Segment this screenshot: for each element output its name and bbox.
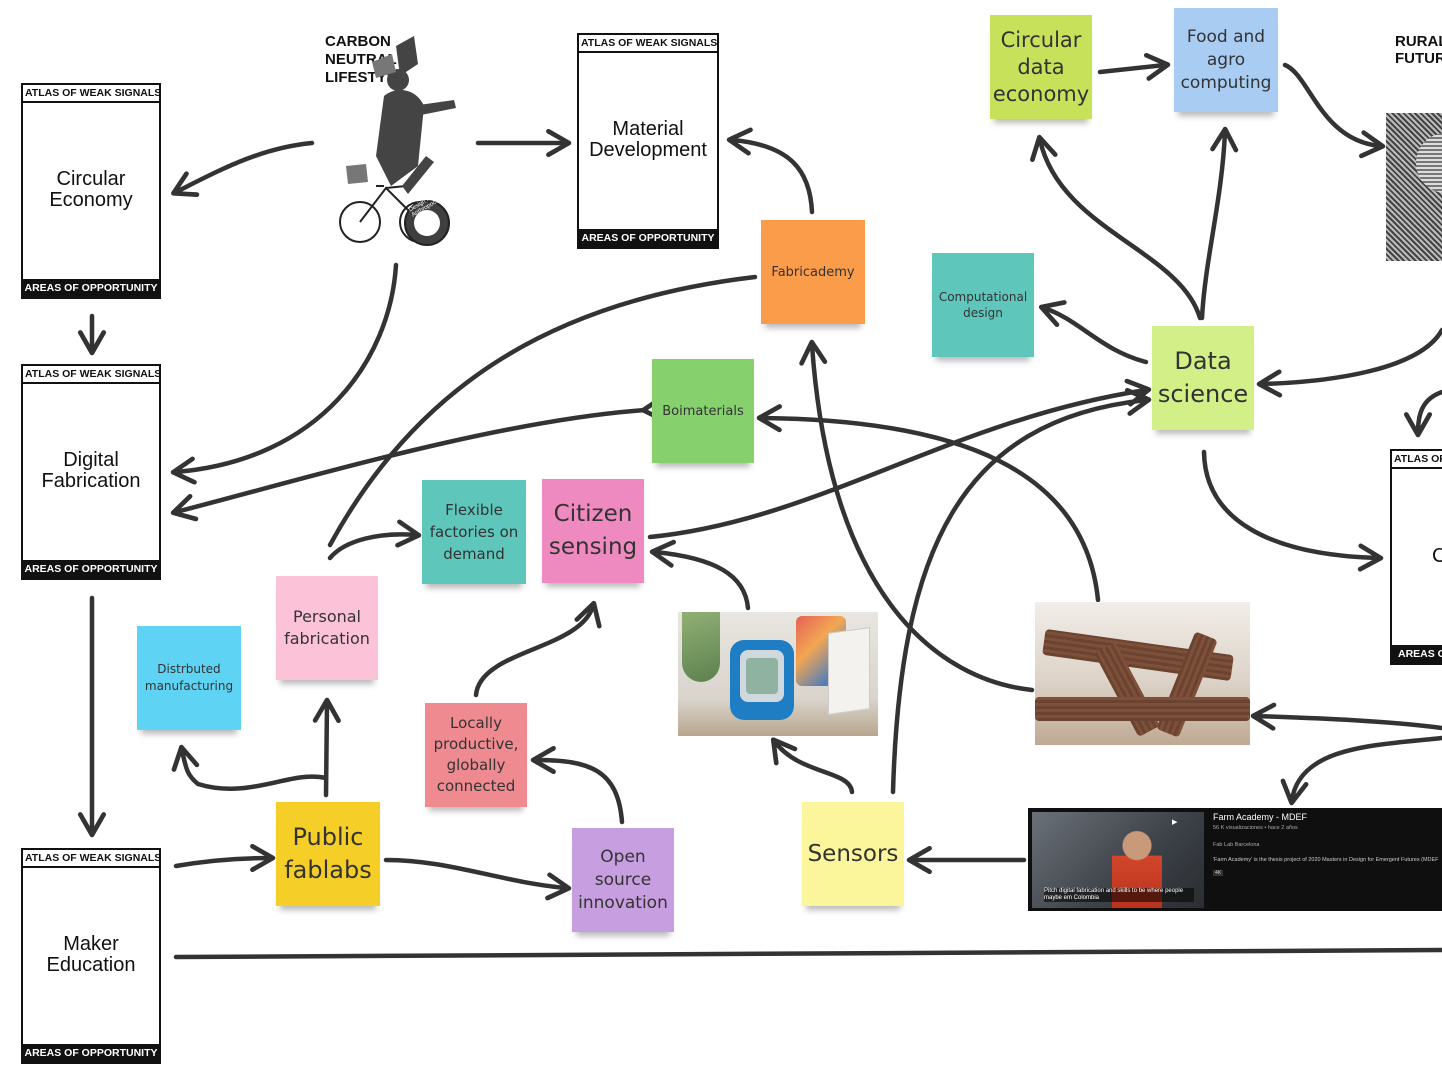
video-thumbnail[interactable]: ▶ Pitch digital fabrication and skills t… (1032, 812, 1204, 908)
card-title: Circular Economy (49, 168, 133, 211)
video-description: 'Farm Academy' is the thesis project of … (1213, 857, 1439, 863)
dome-shape (1416, 133, 1442, 193)
card-digital-fabrication[interactable]: ATLAS OF WEAK SIGNALS Digital Fabricatio… (21, 364, 161, 580)
arrow-ds-to-food (1199, 126, 1239, 321)
card-footer: AREAS OF OPPORTUNITY (23, 560, 159, 578)
sensor-device-photo[interactable] (678, 612, 878, 736)
note-label: Flexible factories on demand (429, 501, 519, 563)
note-personal-fabrication[interactable]: Personal fabrication (276, 576, 378, 680)
arrow-fabricademy-to-material (726, 127, 815, 215)
arrow-right-to-print (1250, 702, 1442, 731)
note-flexible-factories[interactable]: Flexible factories on demand (422, 480, 526, 584)
arrow-carbon-to-digital (170, 262, 399, 485)
card-maker-education[interactable]: ATLAS OF WEAK SIGNALS Maker Education AR… (21, 848, 161, 1064)
card-title: Maker Education (46, 933, 136, 976)
note-label: Open source innovation (578, 846, 668, 913)
arrow-circular-to-food (1097, 52, 1171, 81)
arrow-ds-to-computational (1038, 300, 1149, 365)
arrow-maker-to-fablabs (173, 843, 276, 873)
note-label: Sensors (807, 841, 899, 867)
card-circular-economy[interactable]: ATLAS OF WEAK SIGNALS Circular Economy A… (21, 83, 161, 299)
note-fabricademy[interactable]: Fabricademy (761, 220, 865, 324)
card-right-partial[interactable]: ATLAS OF WEAK SIGNALS C AREAS OF OPPORTU… (1390, 449, 1442, 665)
note-label: Distrbuted manufacturing (144, 662, 234, 693)
arrow-personal-to-flexible (327, 519, 422, 561)
video-embed[interactable]: ▶ Pitch digital fabrication and skills t… (1028, 808, 1442, 911)
card-header: ATLAS OF WEAK SIGNALS (23, 366, 159, 384)
video-quality-badge: 4K (1213, 870, 1224, 876)
video-meta: 56 K visualizaciones • hace 2 años (1213, 825, 1298, 831)
card-header: ATLAS OF WEAK SIGNALS (23, 85, 159, 103)
note-label: Citizen sensing (548, 501, 638, 560)
arrow-fablabs-to-personal (312, 697, 341, 798)
arrow-sensors-to-device (770, 737, 855, 795)
note-data-science[interactable]: Data science (1152, 326, 1254, 430)
note-citizen-sensing[interactable]: Citizen sensing (542, 479, 644, 583)
card-header: ATLAS OF WEAK SIGNALS (23, 850, 159, 868)
note-sensors[interactable]: Sensors (802, 802, 904, 906)
cyclist-drawing (339, 36, 456, 246)
arrow-ds-to-card (1201, 449, 1384, 572)
card-title: Digital Fabrication (41, 449, 141, 492)
note-label: Data science (1157, 347, 1249, 408)
arrow-right-to-video (1280, 735, 1442, 806)
note-public-fablabs[interactable]: Public fablabs (276, 802, 380, 906)
note-label: Circular data economy (992, 27, 1090, 106)
card-footer: AREAS OF OPPORTUNITY (23, 279, 159, 297)
card-material-development[interactable]: ATLAS OF WEAK SIGNALS Material Developme… (577, 33, 719, 249)
arrow-food-to-rural (1282, 62, 1386, 159)
arrow-print-to-biomaterials (756, 404, 1101, 603)
note-label: Fabricademy (771, 264, 855, 280)
note-locally-productive[interactable]: Locally productive, globally connected (425, 703, 527, 807)
video-caption: Pitch digital fabrication and skills to … (1044, 888, 1194, 902)
note-label: Locally productive, globally connected (433, 714, 519, 795)
printed-wall-4 (1035, 697, 1250, 721)
card-footer: AREAS OF OPPORTUNITY (1392, 645, 1442, 663)
arrow-fablabs-to-distributed (171, 744, 329, 791)
arrow-rural-to-card (1403, 389, 1442, 438)
play-controls: ▶ (1172, 818, 1178, 826)
card-header: ATLAS OF WEAK SIGNALS (1392, 451, 1442, 469)
note-distributed-manufacturing[interactable]: Distrbuted manufacturing (137, 626, 241, 730)
card-stand (828, 627, 870, 715)
card-footer: AREAS OF OPPORTUNITY (579, 229, 717, 247)
note-label: Food and agro computing (1180, 26, 1272, 93)
arrow-carbon-to-circular (171, 140, 315, 197)
note-computational-design[interactable]: Computational design (932, 253, 1034, 357)
arrow-ds-to-circular-data (1030, 134, 1203, 321)
card-title: Material Development (589, 118, 707, 161)
note-biomaterials[interactable]: Boimaterials (652, 359, 754, 463)
rural-futures-image[interactable] (1386, 113, 1442, 261)
note-label: Boimaterials (662, 403, 744, 419)
note-open-source-innovation[interactable]: Open source innovation (572, 828, 674, 932)
note-label: Public fablabs (284, 823, 372, 884)
cyclist-illustration[interactable]: Design for the Anthropocene (336, 36, 461, 264)
sensor-device (730, 640, 794, 720)
arrow-open-to-local (530, 745, 625, 825)
plant-shape (682, 612, 720, 682)
card-title: C (1432, 544, 1442, 567)
note-circular-data-economy[interactable]: Circular data economy (990, 15, 1092, 119)
arrow-rural-to-ds (1256, 327, 1442, 398)
line-maker-bottom (173, 947, 1442, 960)
rural-futures-title: RURAL FUTURES (1395, 33, 1442, 67)
note-food-agro-computing[interactable]: Food and agro computing (1174, 8, 1278, 112)
arrow-sensor-device-to-citizen (649, 539, 751, 611)
arrow-local-to-citizen (473, 600, 602, 698)
earth-printing-photo[interactable] (1035, 602, 1250, 745)
video-title[interactable]: Farm Academy - MDEF (1213, 812, 1308, 822)
arrow-fablabs-to-open (383, 857, 572, 901)
card-footer: AREAS OF OPPORTUNITY (23, 1044, 159, 1062)
video-channel[interactable]: Fab Lab Barcelona (1213, 842, 1260, 848)
card-header: ATLAS OF WEAK SIGNALS (579, 35, 717, 53)
note-label: Personal fabrication (284, 607, 370, 648)
note-label: Computational design (938, 290, 1028, 320)
